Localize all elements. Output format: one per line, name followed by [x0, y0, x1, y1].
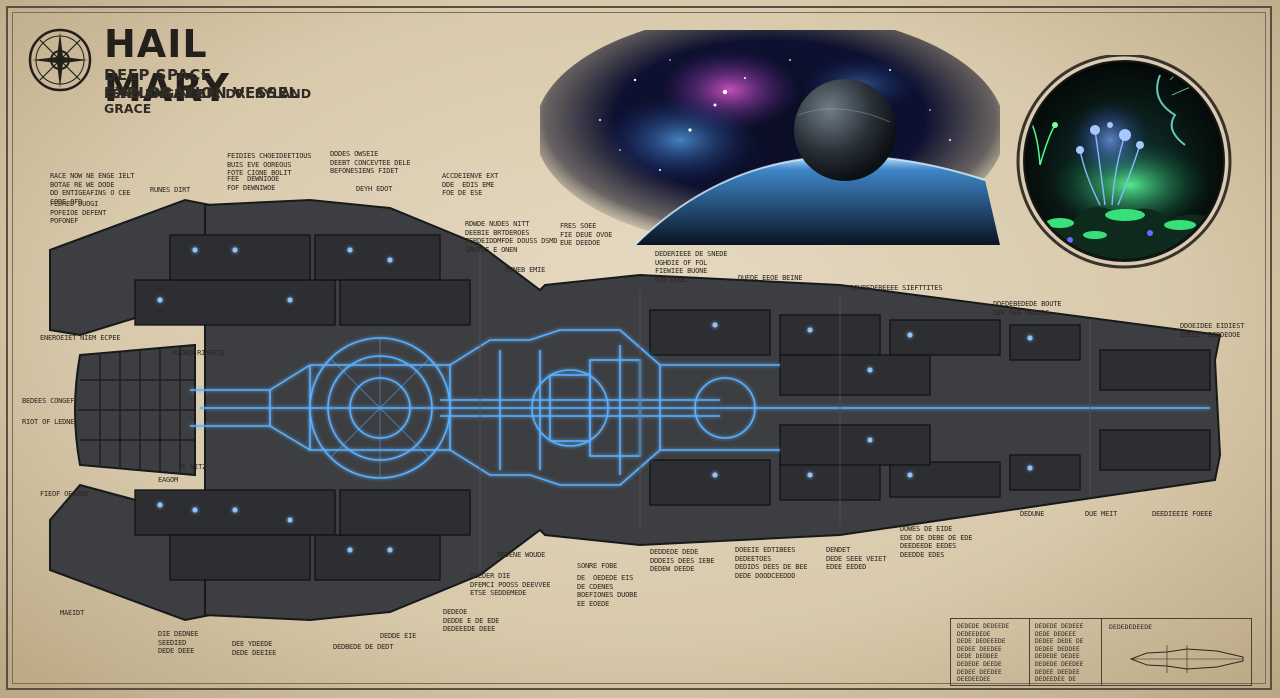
callout-label: DEDEOE DEDDE E DE EDE DEDEEEDE DEEE: [443, 608, 500, 633]
callout-label: VE NITZ: [178, 463, 207, 471]
ship-silhouette-icon: [1129, 645, 1244, 673]
callout-label: FIEOF OEIDUE: [40, 490, 89, 498]
outer-border: [6, 6, 1272, 690]
ship-schematic: [49, 198, 1222, 622]
callout-label: MAEIDT: [60, 609, 85, 617]
callout-label: DEDDE EIE: [380, 632, 417, 640]
spec-column-2: DEDEDE DEDEEE DEDE DEDEEE DEDEE DEDE DE …: [1035, 623, 1084, 684]
callout-label: DENDET DEDE SEEE VEIET EDEE EEDED: [826, 546, 887, 571]
alien-flora-porthole: [1016, 55, 1232, 269]
callout-label: DEE YDEEDE DEDE DEEIEE: [232, 640, 277, 657]
callout-label: EAGOM: [158, 476, 179, 484]
lead-engineer: LEAD ENGINEER: DR. RYLAND GRACE: [104, 86, 312, 116]
table-divider: [1029, 619, 1030, 685]
title-block: HAIL MARY DEEP SPACE EXPLORATION VESSEL …: [22, 22, 322, 116]
spec-column-1: DEDEDE DEDEEDE DEDEEDEDE DEDE DEDEEEDE D…: [957, 623, 1010, 684]
callout-label: SONRE FOBE: [577, 562, 618, 570]
callout-label: DOEEIE EDTIBEES DEDEETOES DEDIDS DEES DE…: [735, 546, 808, 580]
spec-table: DEDEDE DEDEEDE DEDEEDEDE DEDE DEDEEEDE D…: [950, 618, 1252, 686]
inner-border: [12, 12, 1266, 684]
callout-label: RDWDE NUDES NITT DEEBIE BRTDEROES FERDEI…: [465, 220, 558, 254]
callout-label: DEEDIEEIE FOEEE: [1152, 510, 1213, 518]
callout-label: DUE MEIT: [1085, 510, 1118, 518]
callout-label: DDDES OWSEIE DEEBT CONCEVTEE DELE BEFONE…: [330, 150, 411, 175]
callout-label: FEE DEWNIOOE FOF DEWNIWOE: [227, 175, 280, 192]
callout-label: DEDBEDE DE DEDT: [333, 643, 394, 651]
callout-label: DUEDE EEOE BEINE: [738, 274, 803, 282]
vessel-title: HAIL MARY: [104, 22, 230, 110]
callout-label: DEYH EDOT: [356, 185, 393, 193]
callout-label: FEIDIES CHOEIDEETIOUS BUIS EVE OOREOUS F…: [227, 152, 312, 177]
callout-label: DDOEIDEE EIDIEST EOEEET DERDEOOE: [1180, 322, 1245, 339]
compass-emblem-icon: [28, 28, 92, 92]
callout-label: RACE NOW NE ENGE IELT BOTAE RE WE DODE D…: [50, 172, 135, 206]
space-planet-illustration: [540, 30, 1000, 245]
callout-label: OCEDER DIE DFEMCI POOSS DEEVVEE ETSE SED…: [470, 572, 551, 597]
callout-label: DEDDEDE DEDE DDDEIS DEES IEBE DEDEW DEED…: [650, 548, 715, 573]
callout-label: DIE DEDNEE SEEDIED DEDE DEEE: [158, 630, 199, 655]
callout-label: RUNES DIRT: [150, 186, 191, 194]
table-divider: [1101, 619, 1102, 685]
callout-label: DEUBEDEBEEEE SIEFTTITES: [850, 284, 943, 292]
vessel-subtitle: DEEP SPACE EXPLORATION VESSEL: [104, 66, 299, 102]
callout-label: BEDEES CONGEF: [22, 397, 75, 405]
callout-label: DEDENE WOUDE: [497, 551, 546, 559]
spec-caption: DEDEDEDEEDE: [1109, 623, 1153, 631]
callout-label: DEDUNE: [1020, 510, 1045, 518]
callout-label: DOWES DE EIDE EDE DE DEBE DE EDE DEEDEED…: [900, 525, 973, 559]
callout-label: DEDERIEEE DE SNEDE UGHDIE OF FOL FIEWIEE…: [655, 250, 728, 284]
callout-label: REDED RIMEEIE: [173, 349, 226, 357]
callout-label: FEDRED DUOGI POFEIOE DEFENT POFONEF: [50, 200, 107, 225]
callout-label: ENEROEIET NIEM ECPEE: [40, 334, 121, 342]
callout-label: DE OEDEDE EIS DE CDENES BOEFIONES DUOBE …: [577, 574, 638, 608]
callout-label: FRES SOEE FIE DEUE OVOE EUE DEEDOE: [560, 222, 613, 247]
callout-label: DENEB EMIE: [505, 266, 546, 274]
callout-label: ACCDEIENVE EXT DDE EDIS EME FOE DE ESE: [442, 172, 499, 197]
callout-label: RIOT OF LEDNE: [22, 418, 75, 426]
callout-label: DDEDEBEDEDE BOUTE DEE DEE DEDIDS: [993, 300, 1062, 317]
